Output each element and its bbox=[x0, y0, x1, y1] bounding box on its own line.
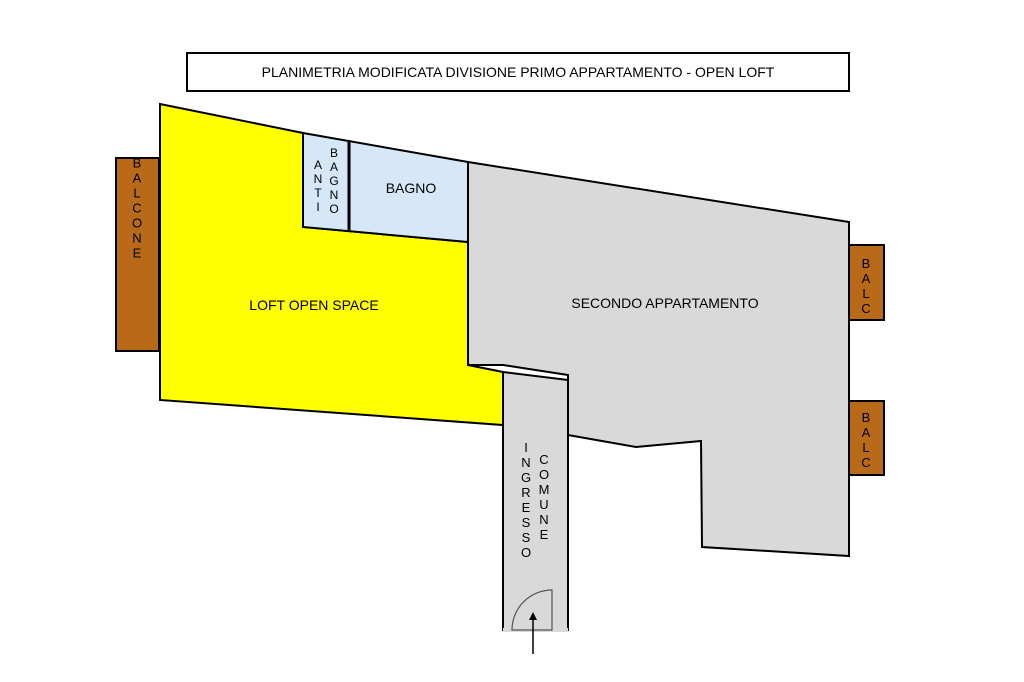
label-balc-lower: BALC bbox=[859, 410, 874, 470]
label-comune: COMUNE bbox=[537, 452, 552, 542]
label-secondo-appartamento: SECONDO APPARTAMENTO bbox=[571, 295, 758, 311]
label-ingresso: INGRESSO bbox=[519, 440, 534, 560]
room-bagno bbox=[302, 131, 469, 244]
label-balc-upper: BALC bbox=[859, 256, 874, 316]
label-loft-open-space: LOFT OPEN SPACE bbox=[249, 297, 378, 313]
entrance-arrow-head bbox=[529, 612, 537, 620]
plan-title: PLANIMETRIA MODIFICATA DIVISIONE PRIMO A… bbox=[261, 64, 775, 80]
label-bagno: BAGNO bbox=[386, 180, 437, 196]
room-ingresso-comune bbox=[502, 370, 569, 631]
label-anti: ANTI bbox=[311, 158, 325, 214]
balcony-left bbox=[115, 157, 160, 352]
label-bagno-vertical: BAGNO bbox=[327, 146, 341, 216]
door-swing bbox=[511, 589, 553, 631]
balcony-right-lower bbox=[848, 400, 885, 476]
label-balcone: BALCONE bbox=[130, 156, 145, 261]
room-secondo-appartamento bbox=[467, 160, 850, 558]
plan-title-box: PLANIMETRIA MODIFICATA DIVISIONE PRIMO A… bbox=[186, 52, 850, 92]
